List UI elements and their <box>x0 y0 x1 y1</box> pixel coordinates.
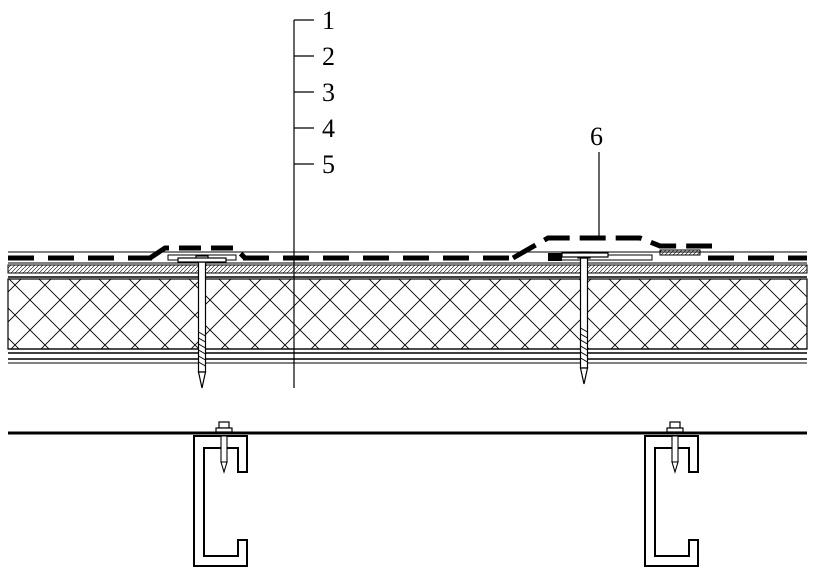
insulation-layer <box>7 278 808 350</box>
leader-lines-left <box>293 19 314 388</box>
callout-label-1: 1 <box>322 6 335 35</box>
substrate-layer <box>7 264 808 278</box>
callout-label-2: 2 <box>322 42 335 71</box>
callout-label-4: 4 <box>322 114 335 143</box>
c-purlin-icon <box>193 435 248 567</box>
screw-fastener-icon <box>666 421 684 474</box>
pressure-plate-icon <box>561 252 609 258</box>
callout-label-6: 6 <box>590 122 603 151</box>
pressure-plate-icon <box>177 257 227 263</box>
callout-label-5: 5 <box>322 150 335 179</box>
membrane-overlap-right <box>511 235 712 261</box>
c-purlin-icon <box>644 435 699 567</box>
screw-fastener-icon <box>215 421 233 474</box>
steel-deck <box>8 352 807 364</box>
callout-label-3: 3 <box>322 78 335 107</box>
